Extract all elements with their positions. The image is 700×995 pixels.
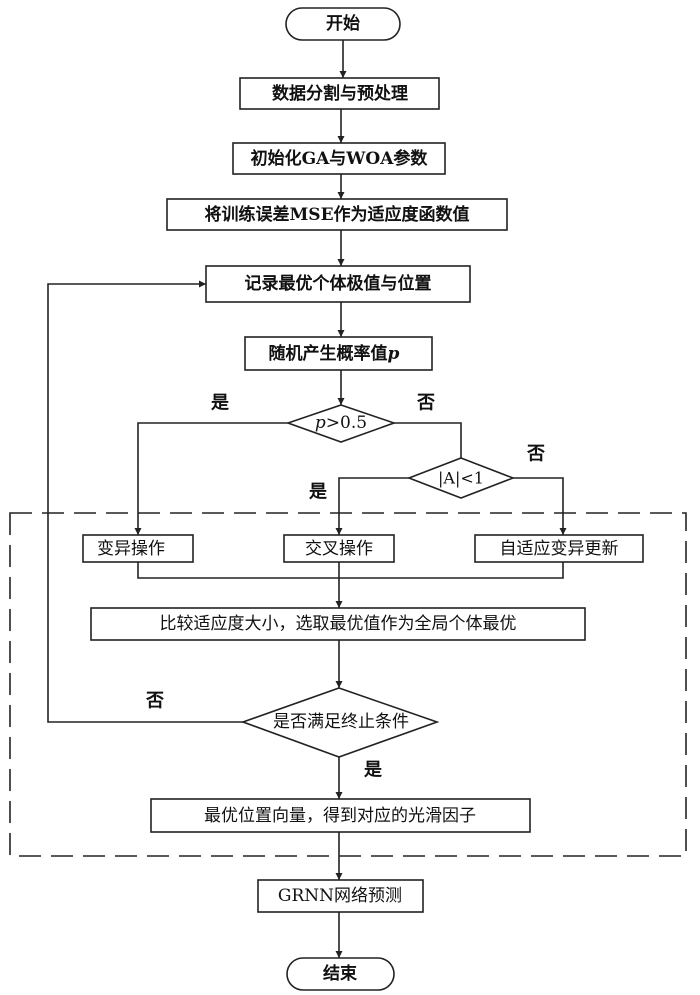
decision-p-yes-label: 是	[210, 393, 229, 414]
grnn-predict-node	[257, 879, 424, 913]
best-vector-node	[150, 798, 531, 833]
fitness-node-label: 将训练误差MSE作为适应度函数值	[204, 204, 469, 225]
random-p-variable: p	[388, 344, 400, 364]
adaptive-mutation-node	[474, 534, 644, 563]
mutation-node-label: 变异操作	[97, 539, 165, 559]
line-p-no-to-decision-a	[394, 422, 462, 458]
decision-p-node-label: p>0.5	[315, 413, 367, 433]
init-params-node	[232, 142, 446, 175]
adaptive-mutation-node-label: 自适应变异更新	[500, 539, 619, 559]
record-best-node-label: 记录最优个体极值与位置	[245, 273, 432, 294]
decision-a-no-label: 否	[526, 444, 545, 465]
merge-line	[137, 562, 564, 579]
start-node-label: 开始	[326, 13, 360, 34]
arrow-p-yes-to-mutation	[134, 422, 288, 535]
decision-a-node-label: |A|<1	[438, 469, 484, 488]
random-p-node-label: 随机产生概率值p	[269, 343, 400, 364]
terminate-yes-label: 是	[363, 760, 382, 781]
random-p-node	[244, 336, 433, 371]
fitness-node	[166, 198, 508, 231]
end-node	[286, 957, 395, 991]
decision-a-yes-label: 是	[308, 482, 327, 503]
compare-fitness-node-label: 比较适应度大小，选取最优值作为全局个体最优	[160, 614, 517, 634]
crossover-node-label: 交叉操作	[305, 539, 373, 559]
end-node-label: 结束	[323, 963, 357, 984]
preprocess-node	[239, 77, 440, 110]
arrow-a-yes-to-crossover	[335, 477, 409, 535]
terminate-decision-node-label: 是否满足终止条件	[273, 712, 409, 732]
terminate-no-label: 否	[145, 691, 164, 712]
optimization-region-border	[9, 512, 687, 857]
init-params-node-label: 初始化GA与WOA参数	[251, 148, 429, 169]
compare-fitness-node	[90, 607, 586, 641]
decision-p-condition: >0.5	[326, 413, 367, 433]
arrow-terminate-no-loop-to-record	[47, 280, 243, 723]
decision-p-no-label: 否	[416, 393, 435, 414]
random-p-text: 随机产生概率值	[269, 343, 388, 364]
decision-p-node	[285, 404, 397, 443]
preprocess-node-label: 数据分割与预处理	[272, 83, 408, 104]
decision-a-node	[406, 457, 516, 499]
best-vector-node-label: 最优位置向量，得到对应的光滑因子	[204, 806, 476, 826]
arrow-a-no-to-adaptive	[513, 477, 567, 535]
decision-p-variable: p	[315, 413, 326, 433]
grnn-predict-node-label: GRNN网络预测	[278, 886, 402, 906]
